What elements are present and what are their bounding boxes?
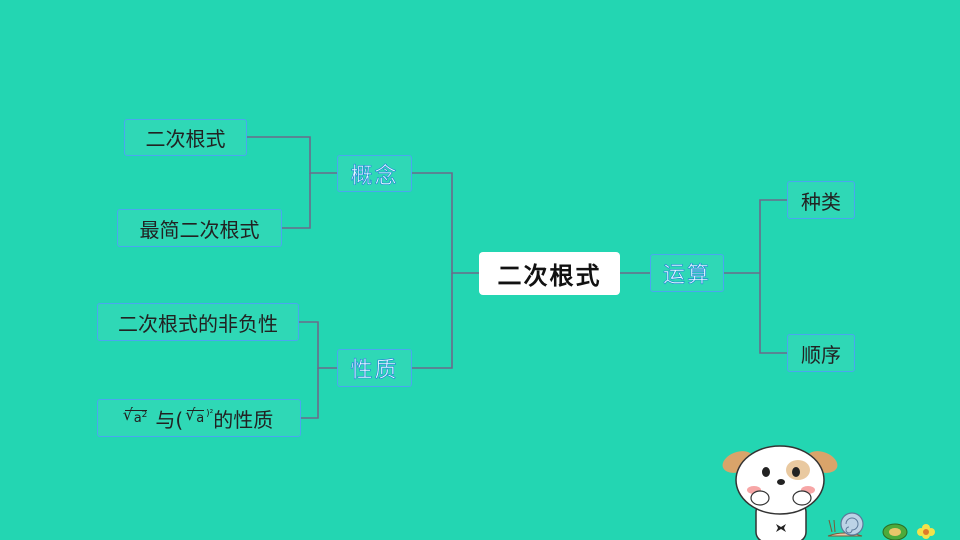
property-leaf-sqrt-formula: a2 与( a )² 的性质 xyxy=(97,399,301,437)
sqrt-a: a xyxy=(185,407,205,427)
formula-square-text: )² xyxy=(206,409,214,419)
concept-node: 概念 xyxy=(337,155,412,192)
concept-node-label: 概念 xyxy=(350,163,399,189)
operation-leaf-order: 顺序 xyxy=(787,334,855,372)
formula-mid-text: 与( xyxy=(155,407,184,432)
operation-leaf-types: 种类 xyxy=(787,181,855,219)
operation-node-label: 运算 xyxy=(662,263,711,289)
concept-leaf-quadratic-radical: 二次根式 xyxy=(124,119,247,156)
concept-leaf-label: 二次根式 xyxy=(145,127,226,151)
concept-leaf-label: 最简二次根式 xyxy=(139,217,260,242)
operation-node: 运算 xyxy=(650,254,724,292)
operation-leaf-label: 顺序 xyxy=(801,342,841,367)
center-node: 二次根式 xyxy=(479,252,620,295)
concept-leaf-simplest-radical: 最简二次根式 xyxy=(117,209,282,247)
flower-icon xyxy=(917,524,935,539)
connector-operation-leaves xyxy=(724,199,787,354)
connector-concept-center xyxy=(412,172,479,274)
connector-concept-leaf1 xyxy=(247,136,337,174)
property-leaf-nonnegativity: 二次根式的非负性 xyxy=(97,303,299,341)
property-node: 性质 xyxy=(337,349,412,387)
snail-icon xyxy=(827,512,864,537)
property-leaf-label: 二次根式的非负性 xyxy=(118,311,278,336)
property-node-label: 性质 xyxy=(350,358,399,384)
connector-property-leaf1 xyxy=(299,321,337,369)
center-node-label: 二次根式 xyxy=(497,262,602,290)
dog-mascot-icon xyxy=(722,445,838,540)
sqrt-a-squared: a2 xyxy=(123,407,148,427)
connector-property-leaf2 xyxy=(301,368,319,419)
formula-tail-text: 的性质 xyxy=(213,407,274,432)
operation-leaf-label: 种类 xyxy=(801,189,841,214)
turtle-icon xyxy=(882,523,908,540)
connector-concept-leaf2 xyxy=(282,173,311,229)
connector-property-center xyxy=(412,273,453,369)
